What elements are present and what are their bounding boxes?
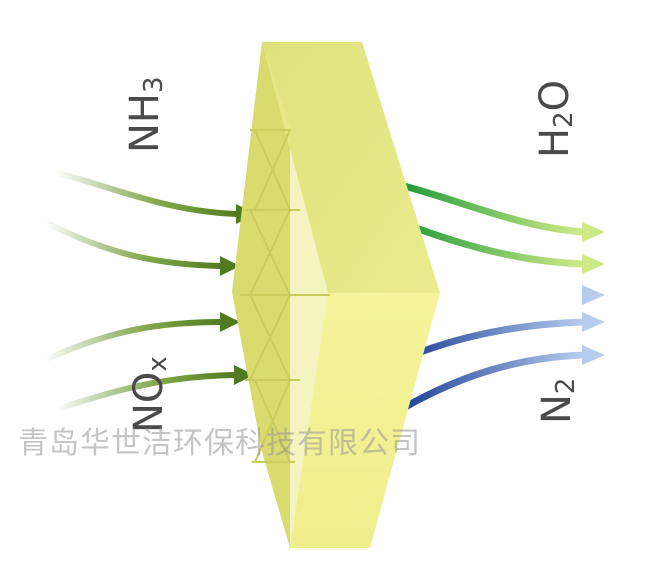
label-nh3: NH3 — [122, 53, 171, 153]
honeycomb-grid — [240, 129, 330, 463]
outlet-arrowhead-3 — [582, 285, 605, 305]
label-nh3-sub: 3 — [139, 76, 169, 93]
label-n2-sub: 2 — [551, 377, 581, 395]
inlet-arrow-5 — [54, 372, 237, 413]
inlet-arrowhead-4 — [220, 312, 240, 332]
inlet-arrow-2 — [43, 219, 223, 269]
company-watermark: 青岛华世洁环保科技有限公司 — [18, 426, 421, 461]
outlet-arrows — [398, 181, 605, 414]
label-nh3-main: NH — [122, 93, 168, 153]
outlet-arrow-1 — [399, 181, 586, 236]
label-nox-sub: x — [143, 356, 173, 372]
catalyst-top-face — [262, 42, 440, 293]
catalyst-front-face — [290, 293, 440, 548]
label-h2o: H2O — [532, 58, 581, 158]
label-h2o-post: O — [532, 79, 578, 112]
outlet-arrowhead-1 — [582, 222, 605, 242]
inlet-arrow-4 — [43, 319, 223, 363]
outlet-arrowhead-5 — [582, 345, 605, 365]
inlet-arrow-1 — [54, 169, 239, 217]
outlet-arrow-2 — [398, 218, 586, 268]
catalyst-block — [232, 42, 440, 548]
outlet-arrowhead-2 — [582, 254, 605, 274]
label-h2o-pre: H — [532, 127, 578, 158]
outlet-arrow-5 — [398, 351, 586, 414]
label-n2-main: N — [534, 394, 580, 424]
label-h2o-sub: 2 — [549, 111, 579, 128]
inlet-arrowhead-2 — [220, 256, 240, 276]
outlet-arrowhead-4 — [582, 312, 605, 332]
label-n2: N2 — [534, 334, 583, 424]
inlet-arrowhead-5 — [234, 365, 254, 385]
